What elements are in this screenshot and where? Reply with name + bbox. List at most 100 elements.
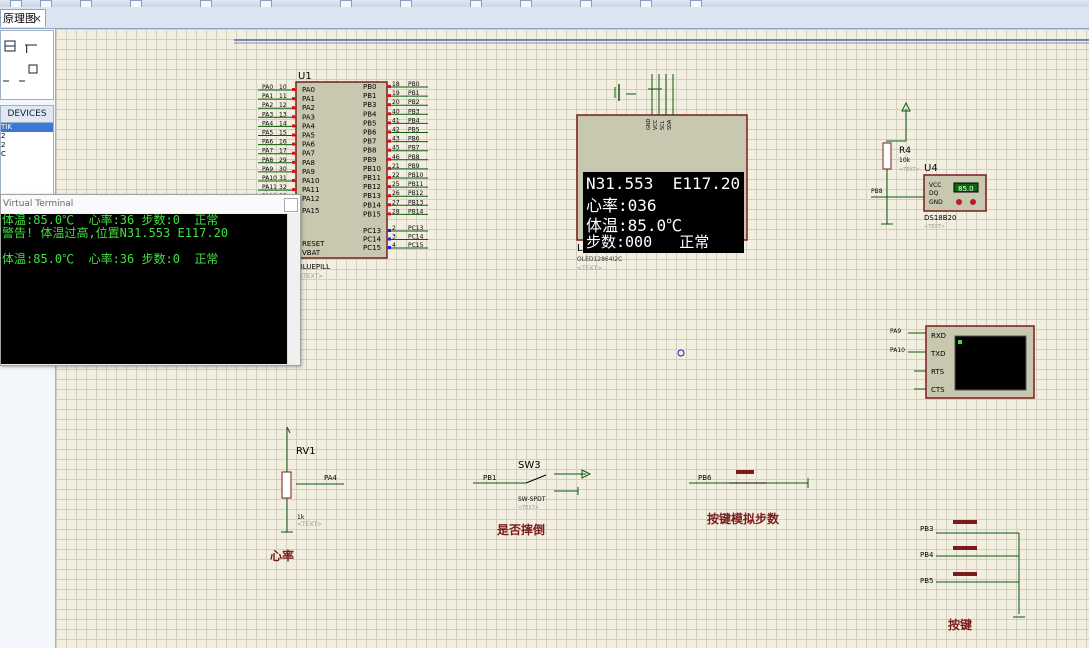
mcu-text: <TEXT> [298, 273, 323, 280]
virtual-terminal-symbol[interactable]: PA9 PA10 RXD TXD RTS CTS [890, 326, 1034, 398]
net-label: PA6 [262, 139, 273, 146]
pin-marker [388, 194, 391, 197]
pin-name: PA0 [302, 86, 315, 94]
pin-marker [388, 149, 391, 152]
net-label: PB10 [408, 172, 424, 179]
pin-marker [292, 188, 295, 191]
sensor-part: DS18B20 [924, 214, 956, 222]
pin-number: 27 [392, 199, 400, 206]
adjust-down-icon[interactable] [956, 199, 962, 205]
pot-value: 1k [297, 514, 305, 521]
adjust-up-icon[interactable] [970, 199, 976, 205]
terminal-line: 体温:85.0℃ 心率:36 步数:0 正常 [2, 253, 287, 266]
list-item[interactable]: TIK [1, 123, 53, 132]
tool-icons: I [1, 31, 53, 99]
net-label: PA7 [262, 148, 273, 155]
devices-header: DEVICES [0, 105, 54, 123]
net-label: PB14 [408, 208, 424, 215]
terminal-icon[interactable] [29, 65, 37, 73]
net-label: PA0 [262, 84, 273, 91]
pin-number: 3 [392, 234, 396, 241]
pin-marker [388, 238, 391, 241]
potentiometer-rv1[interactable]: RV1 1k <TEXT> PA4 心率 [270, 427, 344, 563]
ds18b20-sensor[interactable]: R4 10k <TEXT> PB8 85.0 VCC DQ GND U4 DS1… [871, 103, 986, 230]
tab-schematic[interactable]: 原理图绘制 × [0, 9, 46, 27]
tab-bar: 原理图绘制 × [0, 7, 1089, 29]
key-cap[interactable] [953, 520, 977, 524]
key-cap[interactable] [953, 572, 977, 576]
pin-number: 45 [392, 145, 400, 152]
mcu-left-pins: PA010PA0PA111PA1PA212PA2PA313PA3PA414PA4… [258, 84, 319, 203]
pin-name: PA8 [302, 159, 315, 167]
pin-name: PA10 [302, 177, 319, 185]
sw3-ref: SW3 [518, 460, 541, 471]
pin-number: 21 [392, 163, 400, 170]
vterm-pin: CTS [931, 386, 945, 394]
pin-number: 17 [279, 148, 287, 155]
pin-name: PB0 [363, 83, 376, 91]
pin-marker [292, 106, 295, 109]
pin-number: 20 [392, 99, 400, 106]
vterm-pin: RXD [931, 332, 946, 340]
pin-number: 16 [279, 139, 287, 146]
vterm-pin: RTS [931, 368, 945, 376]
lcd-text: <TEXT> [577, 265, 602, 272]
pot-body[interactable] [282, 472, 291, 498]
pin-marker [388, 246, 391, 249]
pot-ref: RV1 [296, 446, 316, 457]
switch-sw3[interactable]: PB1 SW3 SW-SPDT <TEXT> 是否摔倒 [473, 460, 590, 537]
close-icon[interactable] [284, 198, 298, 212]
pin-name: PB1 [363, 92, 376, 100]
sensor-ref: U4 [924, 163, 938, 174]
resistor-r4[interactable] [883, 143, 891, 169]
pin-name: PB13 [363, 192, 381, 200]
pin-name: PA9 [302, 168, 315, 176]
list-item[interactable]: 2 [1, 132, 53, 141]
list-item[interactable]: 2 [1, 141, 53, 150]
switch-lever[interactable] [526, 475, 546, 483]
key-cap[interactable] [953, 546, 977, 550]
net-label: PA2 [262, 102, 273, 109]
pin-marker [388, 94, 391, 97]
lcd-pin: VCC [653, 119, 659, 130]
virtual-terminal-window[interactable]: Virtual Terminal 体温:85.0℃ 心率:36 步数:0 正常警… [0, 194, 301, 366]
pin-name: PB10 [363, 165, 381, 173]
button-cap[interactable] [736, 470, 754, 474]
sw3-part: SW-SPDT [518, 496, 546, 503]
pin-name: VBAT [302, 249, 321, 257]
net-label: PB5 [408, 127, 420, 134]
net-label: PB8 [408, 154, 420, 161]
sensor-pin: DQ [929, 190, 939, 197]
pin-marker [388, 185, 391, 188]
pin-name: PA6 [302, 141, 316, 149]
cursor-marker [678, 350, 684, 356]
pin-name: PB11 [363, 174, 381, 182]
devices-list: TIK 2 2 C [0, 122, 54, 204]
net-label: PC14 [408, 234, 424, 241]
terminal-output[interactable]: 体温:85.0℃ 心率:36 步数:0 正常警告! 体温过高,位置N31.553… [1, 214, 287, 364]
pin-number: 25 [392, 181, 400, 188]
pin-number: 46 [392, 154, 400, 161]
close-icon[interactable]: × [33, 10, 42, 28]
pin-name: PB5 [363, 119, 376, 127]
pin-marker [388, 121, 391, 124]
pin-number: 19 [392, 90, 400, 97]
label-heart-rate: 心率 [270, 548, 294, 563]
net-label: PB0 [408, 81, 420, 88]
net-label: PA9 [262, 166, 273, 173]
list-item[interactable]: C [1, 150, 53, 159]
pin-number: 26 [392, 190, 400, 197]
pin-marker [292, 152, 295, 155]
pin-marker [388, 176, 391, 179]
button-step[interactable]: PB6 按键模拟步数 [689, 470, 808, 526]
net-label: PA3 [262, 111, 273, 118]
net-label: PA10 [890, 347, 905, 354]
pin-marker [292, 115, 295, 118]
sw3-text: <TEXT> [518, 505, 539, 511]
net-label: PB4 [408, 117, 420, 124]
net-label: PB11 [408, 181, 424, 188]
scrollbar[interactable] [287, 214, 300, 364]
net-label: PC15 [408, 242, 424, 249]
keys-group[interactable]: PB3 PB4 PB5 按键 [920, 520, 1025, 632]
net-label: PB8 [871, 188, 883, 195]
